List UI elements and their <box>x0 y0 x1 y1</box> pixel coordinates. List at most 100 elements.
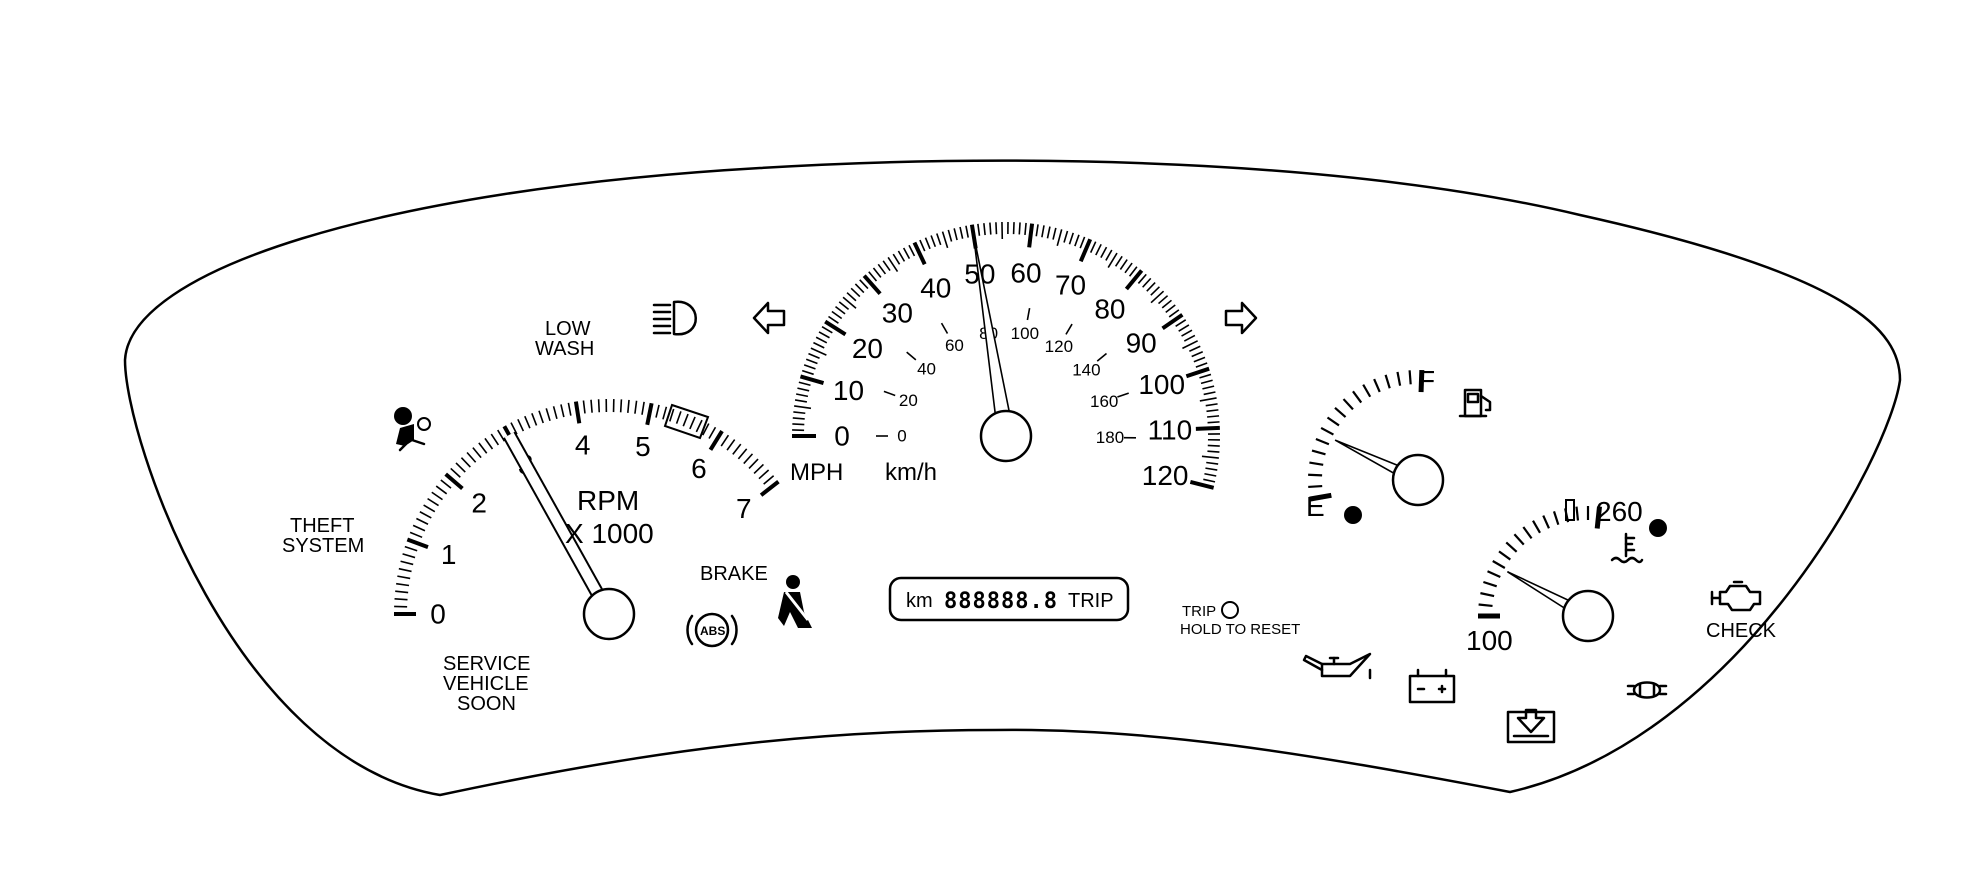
tachometer-minor-tick <box>400 560 414 566</box>
speedometer-minor-tick <box>965 225 969 238</box>
speedometer-minor-tick <box>1100 246 1108 259</box>
tachometer-minor-tick <box>689 416 696 430</box>
speedometer-minor-tick <box>1165 304 1176 314</box>
speedometer-minor-tick <box>794 399 808 403</box>
speedometer-minor-tick <box>1200 379 1213 385</box>
tachometer-multiplier-label: X 1000 <box>565 518 654 549</box>
speedometer-minor-tick <box>977 223 981 236</box>
speedometer-mph-number: 10 <box>833 375 864 406</box>
tachometer-minor-tick <box>450 467 461 478</box>
trip-reset-button-icon[interactable] <box>1221 601 1239 619</box>
speedometer-mph-number: 110 <box>1148 414 1193 445</box>
speedometer-minor-tick <box>1137 273 1147 284</box>
trip-reset-label-line1: TRIP <box>1182 603 1216 620</box>
speedometer-major-tick <box>1189 480 1215 490</box>
speedometer-minor-tick <box>919 239 926 252</box>
speedometer-minor-tick <box>1052 227 1057 240</box>
tachometer-major-tick <box>444 472 464 490</box>
coolant-level-icon <box>1506 708 1556 744</box>
tachometer-unit-label: RPM <box>577 485 639 516</box>
fuel-gauge-minor-tick <box>1308 473 1323 477</box>
speedometer-minor-tick <box>947 229 953 242</box>
speedometer-minor-tick <box>1206 409 1219 413</box>
tachometer-number: 5 <box>635 431 651 462</box>
tachometer-minor-tick <box>416 517 429 525</box>
temperature-gauge: 100 260 <box>1466 496 1667 656</box>
tachometer-minor-tick <box>748 458 759 469</box>
temp-gauge-major-tick <box>1594 506 1602 529</box>
tachometer-major-tick <box>573 401 582 424</box>
tachometer-needle-inner <box>504 432 603 598</box>
speedometer-minor-tick <box>1204 472 1217 477</box>
speedometer-minor-tick <box>1168 309 1180 318</box>
security-car-icon <box>1626 681 1668 699</box>
speedometer-mph-number: 60 <box>1010 258 1041 289</box>
tachometer-minor-tick <box>567 402 572 416</box>
odometer-unit: km <box>906 590 933 612</box>
service-vehicle-soon-line2: VEHICLE <box>443 673 529 695</box>
battery-icon <box>1408 668 1456 704</box>
speedometer-mph-number: 90 <box>1126 328 1157 359</box>
tachometer-minor-tick <box>412 524 426 532</box>
speedometer-minor-tick <box>859 279 869 290</box>
tachometer-number: 6 <box>691 453 707 484</box>
speedometer-minor-tick <box>821 326 833 334</box>
speedometer-kmh-number: 120 <box>1045 337 1073 356</box>
temp-gauge-minor-tick <box>1492 560 1506 569</box>
speedometer-kmh-tick <box>940 322 949 334</box>
temp-hot-indicator-dot <box>1649 519 1667 537</box>
tachometer-minor-tick <box>395 590 409 594</box>
speedometer-minor-tick <box>1105 249 1113 261</box>
temperature-gauge-hub <box>1561 589 1615 643</box>
tachometer-minor-tick <box>497 429 506 442</box>
tachometer-minor-tick <box>538 410 544 424</box>
speedometer-minor-tick <box>1195 362 1208 368</box>
speedometer-mph-number: 40 <box>920 272 951 303</box>
speedometer-major-tick <box>824 319 847 337</box>
speedometer-minor-tick <box>1128 266 1138 277</box>
coolant-temp-icon <box>1610 532 1644 564</box>
tachometer-minor-tick <box>531 413 538 426</box>
tachometer-minor-tick <box>641 401 645 415</box>
tachometer-minor-tick <box>708 426 717 439</box>
service-vehicle-soon-line1: SERVICE <box>443 653 530 675</box>
speedometer-minor-tick <box>897 250 906 262</box>
speedometer-minor-tick <box>831 310 843 320</box>
speedometer-minor-tick <box>797 387 810 392</box>
theft-system-label-line1: THEFT <box>290 515 354 537</box>
temp-gauge-minor-tick <box>1532 520 1541 534</box>
speedometer: 0102030405060708090100110120 02040608010… <box>790 222 1220 491</box>
brake-label: BRAKE <box>700 563 768 585</box>
odometer-mode: TRIP <box>1068 590 1114 612</box>
tachometer-minor-tick <box>732 443 742 455</box>
low-wash-label-line1: LOW <box>545 318 591 340</box>
tachometer-major-tick <box>759 480 780 497</box>
tachometer-minor-tick <box>455 462 466 473</box>
tachometer-minor-tick <box>662 406 668 420</box>
speedometer-minor-tick <box>1068 232 1075 245</box>
tachometer-minor-tick <box>726 439 736 451</box>
tachometer-number: 0 <box>430 599 446 630</box>
speedometer-minor-tick <box>1191 351 1204 358</box>
speedometer-kmh-number: 40 <box>917 359 936 378</box>
speedometer-minor-tick <box>803 364 816 370</box>
speedometer-minor-tick <box>1158 295 1169 305</box>
speedometer-minor-tick <box>1146 281 1156 292</box>
speedometer-kmh-tick <box>1065 323 1073 335</box>
fuel-gauge-minor-tick <box>1308 484 1323 489</box>
speedometer-kmh-number: 60 <box>945 336 964 355</box>
speedometer-minor-tick <box>813 341 825 349</box>
speedometer-minor-tick <box>959 226 964 239</box>
tachometer-minor-tick <box>669 408 675 422</box>
speedometer-minor-tick <box>842 296 857 309</box>
speedometer-minor-tick <box>953 228 958 241</box>
fuel-gauge-minor-tick <box>1396 371 1402 386</box>
fuel-gauge-major-tick <box>1418 369 1425 393</box>
tachometer-minor-tick <box>484 437 494 450</box>
speedometer-hub <box>979 409 1033 463</box>
speedometer-mph-number: 120 <box>1142 460 1189 491</box>
tachometer-minor-tick <box>478 442 488 454</box>
fuel-gauge-minor-tick <box>1315 437 1330 446</box>
speedometer-minor-tick <box>1202 385 1215 390</box>
